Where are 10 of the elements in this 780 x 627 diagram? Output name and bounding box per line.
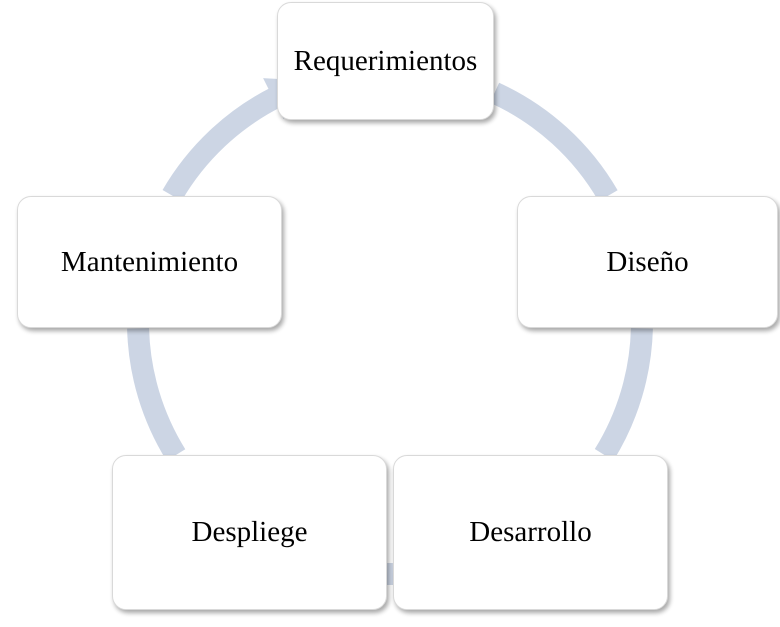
step-label: Requerimientos <box>294 44 478 79</box>
step-label: Diseño <box>606 244 689 280</box>
step-label: Mantenimiento <box>60 244 238 280</box>
process-box <box>517 196 778 328</box>
process-box <box>393 455 668 610</box>
process-box <box>112 455 387 610</box>
process-box <box>277 2 494 120</box>
step-label: Desarrollo <box>469 515 592 550</box>
process-box <box>17 196 282 328</box>
step-label: Despliege <box>192 515 308 550</box>
